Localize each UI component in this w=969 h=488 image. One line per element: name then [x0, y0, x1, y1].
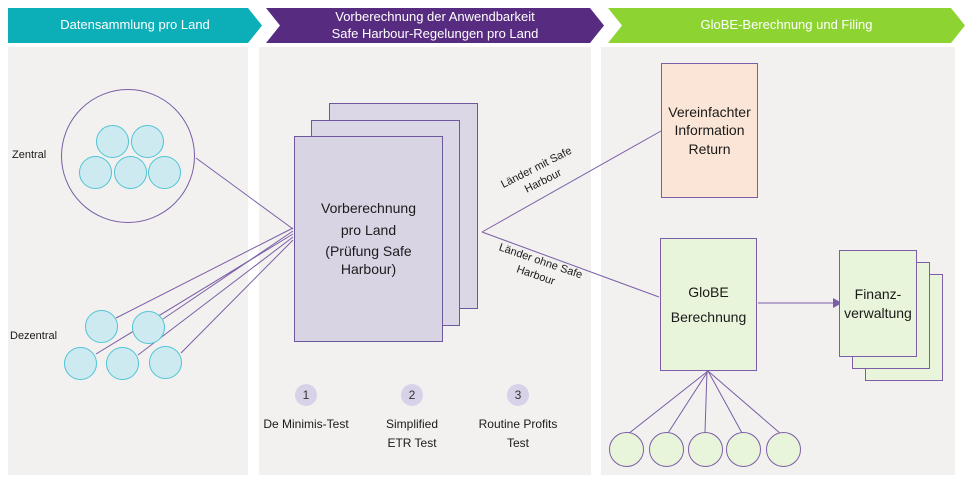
precalc-document-front: Vorberechnung pro Land (Prüfung Safe Har… [294, 136, 443, 342]
dezentral-label: Dezentral [10, 330, 58, 342]
dezentral-entity-circle [106, 347, 139, 380]
finanzverwaltung-label: Finanz- verwaltung [844, 286, 912, 321]
information-return-label: Vereinfachter Information Return [668, 104, 751, 157]
zentral-entity-circle [79, 156, 112, 189]
dezentral-entity-circle [149, 346, 182, 379]
globe-country-circle [649, 432, 684, 467]
dezentral-entity-circle [132, 311, 165, 344]
globe-country-circle [766, 432, 801, 467]
zentral-entity-circle [114, 156, 147, 189]
globe-berechnung-box: GloBE Berechnung [660, 238, 757, 371]
zentral-entity-circle [96, 125, 129, 158]
step-banner-label: Datensammlung pro Land [60, 17, 210, 33]
dezentral-entity-circle [64, 347, 97, 380]
step-banner-datensammlung: Datensammlung pro Land [8, 8, 262, 43]
zentral-label: Zentral [12, 149, 47, 161]
test-item-simplified-etr: 2 Simplified ETR Test [352, 384, 472, 452]
test-item-de-minimis: 1 De Minimis-Test [246, 384, 366, 434]
test-number-badge: 1 [295, 384, 317, 406]
step-banner-label: GloBE-Berechnung und Filing [700, 17, 873, 33]
step-banner-label: Vorberechnung der Anwendbarkeit Safe Har… [331, 9, 539, 41]
zentral-group-circle [61, 89, 195, 223]
globe-country-circle [688, 432, 723, 467]
finanzverwaltung-doc-front: Finanz- verwaltung [839, 250, 917, 357]
step-banner-vorberechnung: Vorberechnung der Anwendbarkeit Safe Har… [266, 8, 604, 43]
test-number-badge: 3 [507, 384, 529, 406]
dezentral-entity-circle [85, 310, 118, 343]
globe-berechnung-label: GloBE Berechnung [670, 284, 747, 325]
test-item-routine-profits: 3 Routine Profits Test [458, 384, 578, 452]
test-label: Routine Profits Test [478, 417, 558, 450]
test-number-badge: 2 [401, 384, 423, 406]
precalc-document-text: Vorberechnung pro Land (Prüfung Safe Har… [321, 200, 416, 277]
step-banner-globe-filing: GloBE-Berechnung und Filing [608, 8, 965, 43]
test-label: De Minimis-Test [263, 417, 349, 431]
globe-country-circle [609, 432, 644, 467]
zentral-entity-circle [131, 125, 164, 158]
zentral-entity-circle [148, 156, 181, 189]
test-label: Simplified ETR Test [385, 417, 439, 450]
information-return-box: Vereinfachter Information Return [661, 63, 758, 198]
globe-country-circle [726, 432, 761, 467]
